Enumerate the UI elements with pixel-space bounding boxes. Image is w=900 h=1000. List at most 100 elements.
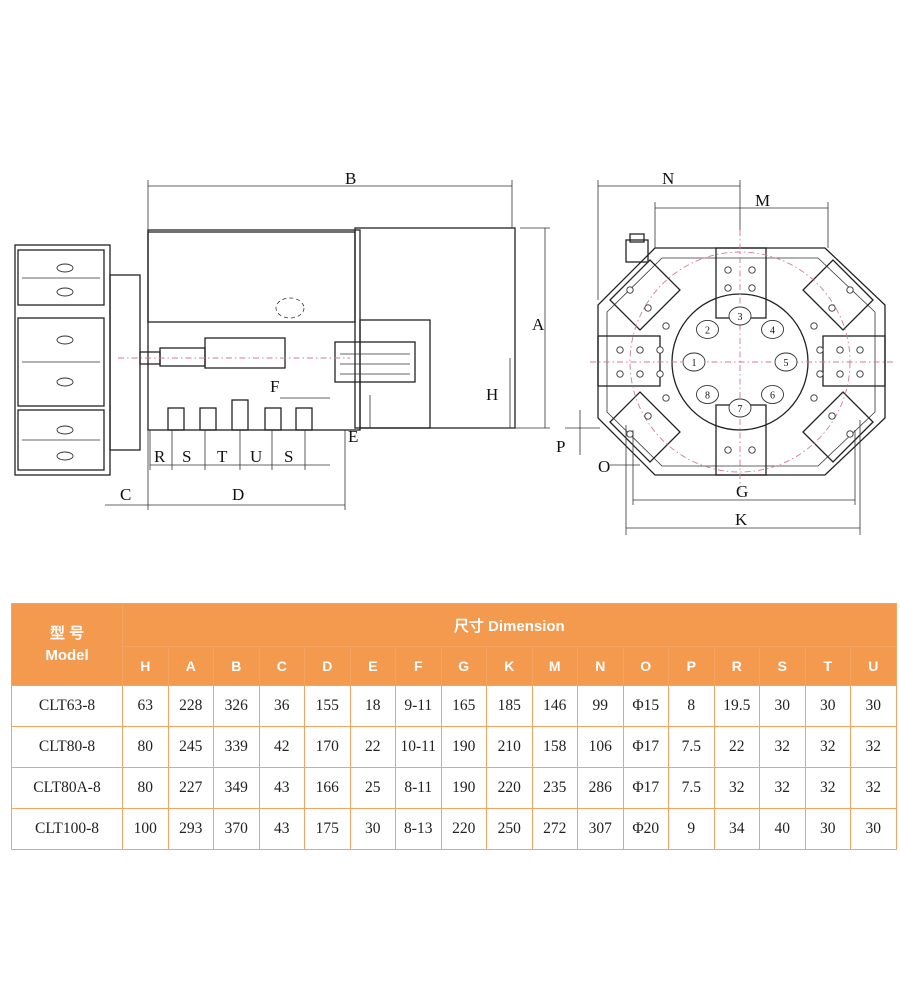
mounting-hole: [662, 322, 670, 330]
value-cell: 9-11: [395, 685, 442, 727]
model-cell: CLT100-8: [11, 808, 123, 850]
value-cell: Φ17: [622, 726, 669, 768]
label-t: T: [217, 447, 228, 466]
mounting-hole: [636, 346, 644, 354]
value-cell: 339: [213, 726, 260, 768]
index-mark-circle: [728, 398, 752, 418]
model-header-cell: 型 号 Model: [11, 603, 123, 686]
mounting-hole: [816, 370, 824, 378]
value-cell: 8-11: [395, 767, 442, 809]
value-cell: 32: [759, 767, 806, 809]
mounting-hole: [828, 304, 836, 312]
value-cell: 80: [122, 767, 169, 809]
value-cell: 227: [167, 767, 214, 809]
value-cell: 165: [440, 685, 487, 727]
value-cell: 8: [668, 685, 715, 727]
value-cell: 30: [349, 808, 396, 850]
mounting-hole: [662, 394, 670, 402]
value-cell: 175: [304, 808, 351, 850]
mounting-hole: [810, 322, 818, 330]
index-mark-label: 6: [770, 391, 775, 402]
label-f: F: [270, 377, 279, 396]
index-mark-circle: [696, 320, 719, 339]
label-n: N: [662, 169, 674, 188]
mounting-hole: [846, 286, 854, 294]
index-mark-circle: [696, 385, 719, 404]
value-cell: 7.5: [668, 726, 715, 768]
column-header-k: K: [486, 646, 533, 686]
label-s1: S: [182, 447, 191, 466]
label-p: P: [556, 437, 565, 456]
dimension-header-cell: 尺寸 Dimension: [122, 603, 897, 647]
value-cell: 42: [258, 726, 305, 768]
mounting-hole: [828, 412, 836, 420]
dimension-header-cn: 尺寸: [453, 617, 484, 635]
column-header-r: R: [713, 646, 760, 686]
column-header-d: D: [304, 646, 351, 686]
mounting-hole: [656, 370, 664, 378]
value-cell: 293: [167, 808, 214, 850]
index-mark-label: 3: [738, 312, 743, 323]
value-cell: Φ17: [622, 767, 669, 809]
value-cell: 166: [304, 767, 351, 809]
value-cell: 19.5: [713, 685, 760, 727]
index-mark-label: 7: [738, 404, 743, 415]
value-cell: 210: [486, 726, 533, 768]
index-mark-circle: [774, 352, 798, 372]
column-header-n: N: [577, 646, 624, 686]
label-s2: S: [284, 447, 293, 466]
index-mark-label: 8: [705, 391, 710, 402]
value-cell: 34: [713, 808, 760, 850]
mounting-hole: [626, 286, 634, 294]
disc-slot-holes: [56, 263, 74, 461]
value-cell: 235: [531, 767, 578, 809]
mounting-hole: [616, 346, 624, 354]
value-cell: 40: [759, 808, 806, 850]
value-cell: 22: [349, 726, 396, 768]
index-mark-circle: [728, 306, 752, 326]
value-cell: 32: [850, 767, 897, 809]
value-cell: 36: [258, 685, 305, 727]
table-header-row: 型 号 Model 尺寸 Dimension: [11, 603, 897, 686]
index-mark-circle: [761, 385, 784, 404]
value-cell: 158: [531, 726, 578, 768]
value-cell: Φ15: [622, 685, 669, 727]
mounting-hole: [810, 394, 818, 402]
column-header-s: S: [759, 646, 806, 686]
mounting-hole: [748, 284, 756, 292]
model-cell: CLT63-8: [11, 685, 123, 727]
value-cell: 80: [122, 726, 169, 768]
side-dimensions: [105, 180, 600, 510]
column-header-b: B: [213, 646, 260, 686]
value-cell: 370: [213, 808, 260, 850]
value-cell: 32: [713, 767, 760, 809]
value-cell: 8-13: [395, 808, 442, 850]
value-cell: 155: [304, 685, 351, 727]
value-cell: 32: [759, 726, 806, 768]
column-header-g: G: [440, 646, 487, 686]
tool-stations: [597, 247, 886, 476]
value-cell: 228: [167, 685, 214, 727]
coolant-ports: [167, 399, 313, 431]
value-cell: 326: [213, 685, 260, 727]
mounting-hole: [644, 412, 652, 420]
index-mark-label: 4: [770, 325, 775, 336]
value-cell: 106: [577, 726, 624, 768]
clamp-cylinder: [204, 337, 286, 369]
value-cell: 190: [440, 726, 487, 768]
label-u: U: [250, 447, 262, 466]
label-b: B: [345, 169, 356, 188]
value-cell: 250: [486, 808, 533, 850]
mounting-hole: [836, 346, 844, 354]
value-cell: 220: [440, 808, 487, 850]
tool-disc: [14, 244, 141, 476]
value-cell: 43: [258, 808, 305, 850]
turret-disc-outline: [597, 247, 886, 476]
value-cell: 30: [804, 685, 851, 727]
label-r: R: [154, 447, 166, 466]
column-header-u: U: [850, 646, 897, 686]
